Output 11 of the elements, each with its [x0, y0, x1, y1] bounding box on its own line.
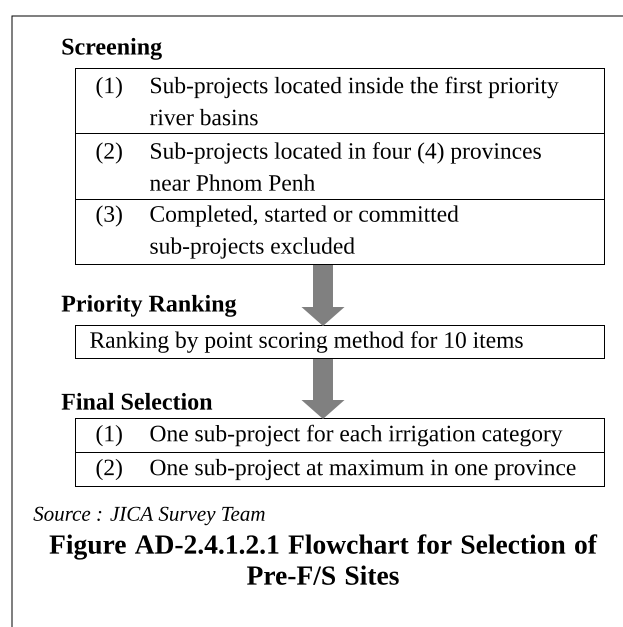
figure-caption: Figure AD-2.4.1.2.1 Flowchart for Selection of Pre-F/S Sites [50, 534, 598, 585]
section-heading: Final Selection [62, 392, 212, 410]
process-box: Ranking by point scoring method for 10 items [75, 325, 605, 359]
table-row: (1) Sub-projects located inside the first priority river basins [75, 68, 605, 134]
section-heading: Screening [62, 38, 162, 60]
source-note: Source : JICA Survey Team [33, 506, 265, 526]
table-row: (3) Completed, started or committed sub-projects excluded [75, 199, 605, 265]
table-row: (1) One sub-project for each irrigation category [75, 418, 605, 453]
table-row: (2) Sub-projects located in four (4) provinces near Phnom Penh [75, 133, 605, 200]
section-heading: Priority Ranking [62, 294, 236, 317]
table-row: (2) One sub-project at maximum in one province [75, 452, 605, 487]
